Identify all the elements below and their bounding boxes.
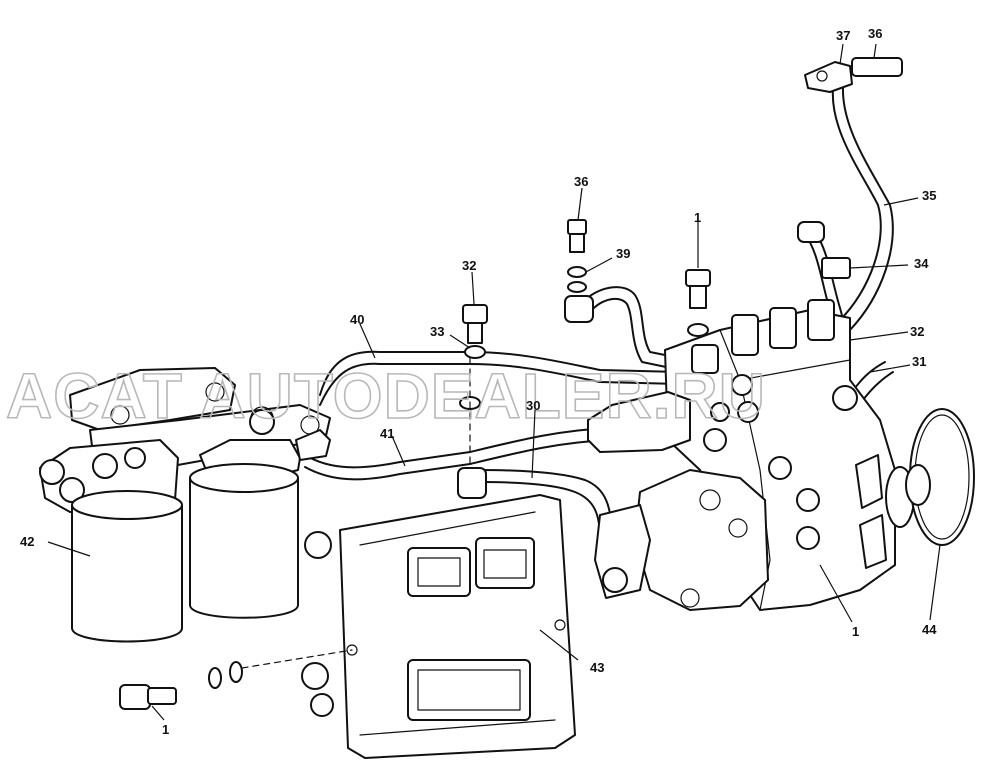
fuel-line-35 bbox=[831, 87, 894, 331]
callout-36-top: 36 bbox=[868, 26, 882, 41]
banjo-bolt-32 bbox=[457, 304, 488, 499]
injection-pump bbox=[664, 309, 915, 611]
fuel-line-upper bbox=[584, 286, 691, 373]
callout-39: 39 bbox=[616, 246, 630, 261]
callout-31: 31 bbox=[912, 354, 926, 369]
ecu-43 bbox=[301, 494, 576, 759]
callout-43: 43 bbox=[590, 660, 604, 675]
o-ring-44 bbox=[905, 408, 975, 546]
leader-lines bbox=[47, 43, 941, 721]
callout-44: 44 bbox=[922, 622, 937, 637]
callout-1-plug: 1 bbox=[162, 722, 169, 737]
fuel-line-30 bbox=[479, 469, 613, 541]
watermark-text: ACAT AUTODEALER.RU bbox=[6, 360, 766, 432]
callout-40: 40 bbox=[350, 312, 364, 327]
filter-canister-left bbox=[71, 490, 183, 643]
callout-34: 34 bbox=[914, 256, 929, 271]
banjo-bolt-36 bbox=[564, 219, 594, 323]
connector-37-36 bbox=[804, 57, 903, 93]
pump-governor bbox=[594, 469, 769, 611]
callout-37: 37 bbox=[836, 28, 850, 43]
callout-labels: 1 37 36 35 34 32 31 36 39 32 33 40 41 30… bbox=[20, 26, 937, 737]
callout-32-left: 32 bbox=[462, 258, 476, 273]
pump-delivery-valves bbox=[691, 299, 835, 396]
filter-canister-right bbox=[189, 463, 299, 619]
banjo-bolt-1-top bbox=[685, 269, 711, 337]
callout-1-pump: 1 bbox=[852, 624, 859, 639]
callout-30: 30 bbox=[526, 398, 540, 413]
callout-33: 33 bbox=[430, 324, 444, 339]
callout-1-top: 1 bbox=[694, 210, 701, 225]
callout-36-bolt: 36 bbox=[574, 174, 588, 189]
callout-42: 42 bbox=[20, 534, 34, 549]
callout-41: 41 bbox=[380, 426, 394, 441]
pump-front-housing bbox=[587, 391, 691, 453]
callout-32-right: 32 bbox=[910, 324, 924, 339]
drain-plug-1 bbox=[119, 649, 353, 710]
callout-35: 35 bbox=[922, 188, 936, 203]
